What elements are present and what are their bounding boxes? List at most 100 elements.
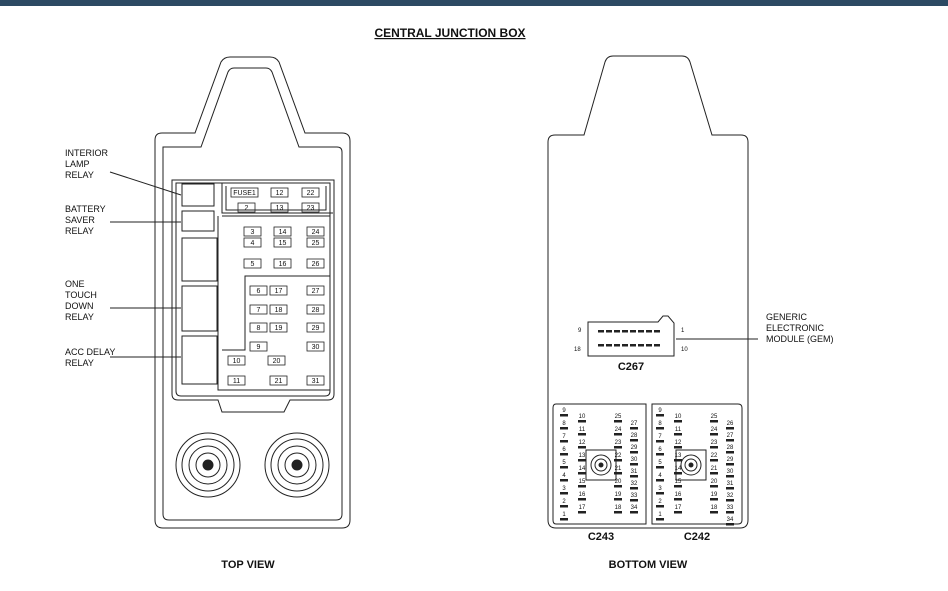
pin-number: 27 <box>727 433 734 439</box>
fuse-label: 19 <box>275 325 283 332</box>
fuse-3: 3 <box>243 226 262 237</box>
fuse-13: 13 <box>270 202 289 213</box>
pin-number: 18 <box>711 505 718 511</box>
connector-pin: 28 <box>726 445 734 454</box>
fuse-label: 4 <box>251 240 255 247</box>
connector-pin: 30 <box>630 457 638 466</box>
fuse-label: 25 <box>312 240 320 247</box>
fuse-25: 25 <box>306 237 325 248</box>
fuse-30: 30 <box>306 341 325 352</box>
connector-pin: 15 <box>674 479 682 488</box>
connector-pin: 34 <box>726 517 734 526</box>
fuse-label: 10 <box>233 358 241 365</box>
pin-number: 5 <box>658 460 662 466</box>
connector-pin: 32 <box>726 493 734 502</box>
pin-number: 24 <box>711 427 718 433</box>
connector-pin: 16 <box>578 492 586 501</box>
fuse-10: 10 <box>227 355 246 366</box>
gem-pin-10: 10 <box>681 347 688 353</box>
connector-pin: 14 <box>674 466 682 475</box>
connector-pin: 24 <box>710 427 718 436</box>
fuse-12: 12 <box>270 187 289 198</box>
gem-pin-slot <box>638 344 644 347</box>
connector-pin: 1 <box>656 512 664 521</box>
pin-number: 13 <box>579 453 586 459</box>
gem-pin-slot <box>622 344 628 347</box>
pin-number: 15 <box>579 479 586 485</box>
connector-pin: 31 <box>630 469 638 478</box>
fuse-label: 7 <box>257 307 261 314</box>
fuse-fuse1: FUSE1 <box>230 187 259 198</box>
connector-pin: 5 <box>560 460 568 469</box>
fuse-label: FUSE1 <box>233 190 256 197</box>
pin-number: 10 <box>675 414 682 420</box>
connector-pin: 3 <box>656 486 664 495</box>
gem-pin-18: 18 <box>574 347 581 353</box>
gem-pin-slot <box>622 330 628 333</box>
fuse-4: 4 <box>243 237 262 248</box>
pin-number: 12 <box>579 440 586 446</box>
connector-pin: 26 <box>726 421 734 430</box>
connector-pin: 34 <box>630 505 638 514</box>
fuse-16: 16 <box>273 258 292 269</box>
fuse-label: 21 <box>275 378 283 385</box>
fuse-31: 31 <box>306 375 325 386</box>
connector-pin: 13 <box>674 453 682 462</box>
connector-pin: 32 <box>630 481 638 490</box>
connector-pin: 22 <box>614 453 622 462</box>
pin-number: 2 <box>658 499 662 505</box>
pin-number: 7 <box>658 434 662 440</box>
pin-number: 11 <box>675 427 682 433</box>
interior-lamp-label-line1: INTERIOR <box>65 148 109 158</box>
fuse-7: 7 <box>249 304 268 315</box>
gem-pin-slot <box>654 344 660 347</box>
gem-pin-slots <box>598 330 660 347</box>
connector-pin: 9 <box>560 408 568 417</box>
connector-pin: 14 <box>578 466 586 475</box>
fuse-27: 27 <box>306 285 325 296</box>
pin-number: 33 <box>727 505 734 511</box>
pin-number: 19 <box>711 492 718 498</box>
gem-label-line2: ELECTRONIC <box>766 323 825 333</box>
gem-pin-slot <box>606 344 612 347</box>
gem-pin-slot <box>646 344 652 347</box>
fuse-label: 15 <box>279 240 287 247</box>
pin-number: 28 <box>727 445 734 451</box>
pin-number: 6 <box>658 447 662 453</box>
connector-pin: 18 <box>710 505 718 514</box>
fuse-15: 15 <box>273 237 292 248</box>
gem-pin-1: 1 <box>681 328 685 334</box>
connector-pin: 24 <box>614 427 622 436</box>
connector-pin: 11 <box>578 427 586 436</box>
acc-delay-label-line1: ACC DELAY <box>65 347 115 357</box>
fuse-label: 13 <box>276 205 284 212</box>
connector-pin: 2 <box>560 499 568 508</box>
fuse-label: 17 <box>275 288 283 295</box>
fuse-label: 2 <box>245 205 249 212</box>
pin-number: 2 <box>562 499 566 505</box>
connector-pin: 5 <box>656 460 664 469</box>
connector-c243-name: C243 <box>588 531 614 543</box>
connector-pin: 19 <box>614 492 622 501</box>
connector-pin: 27 <box>630 421 638 430</box>
connector-pin-layer: 9876543211011121314151617252423222120191… <box>560 408 734 526</box>
gem-pin-slot <box>598 330 604 333</box>
fuse-21: 21 <box>269 375 288 386</box>
pin-number: 31 <box>727 481 734 487</box>
connector-c242-name: C242 <box>684 531 710 543</box>
connector-pin: 6 <box>560 447 568 456</box>
fuse-label: 28 <box>312 307 320 314</box>
fuse-11: 11 <box>227 375 246 386</box>
pin-number: 17 <box>675 505 682 511</box>
connector-pin: 23 <box>710 440 718 449</box>
connector-pin: 21 <box>710 466 718 475</box>
connector-pin: 9 <box>656 408 664 417</box>
fuse-24: 24 <box>306 226 325 237</box>
interior-lamp-label-line3: RELAY <box>65 170 94 180</box>
gem-pin-9: 9 <box>578 328 582 334</box>
connector-pin: 20 <box>710 479 718 488</box>
fuse-label: 26 <box>312 261 320 268</box>
fuse-label: 24 <box>312 229 320 236</box>
